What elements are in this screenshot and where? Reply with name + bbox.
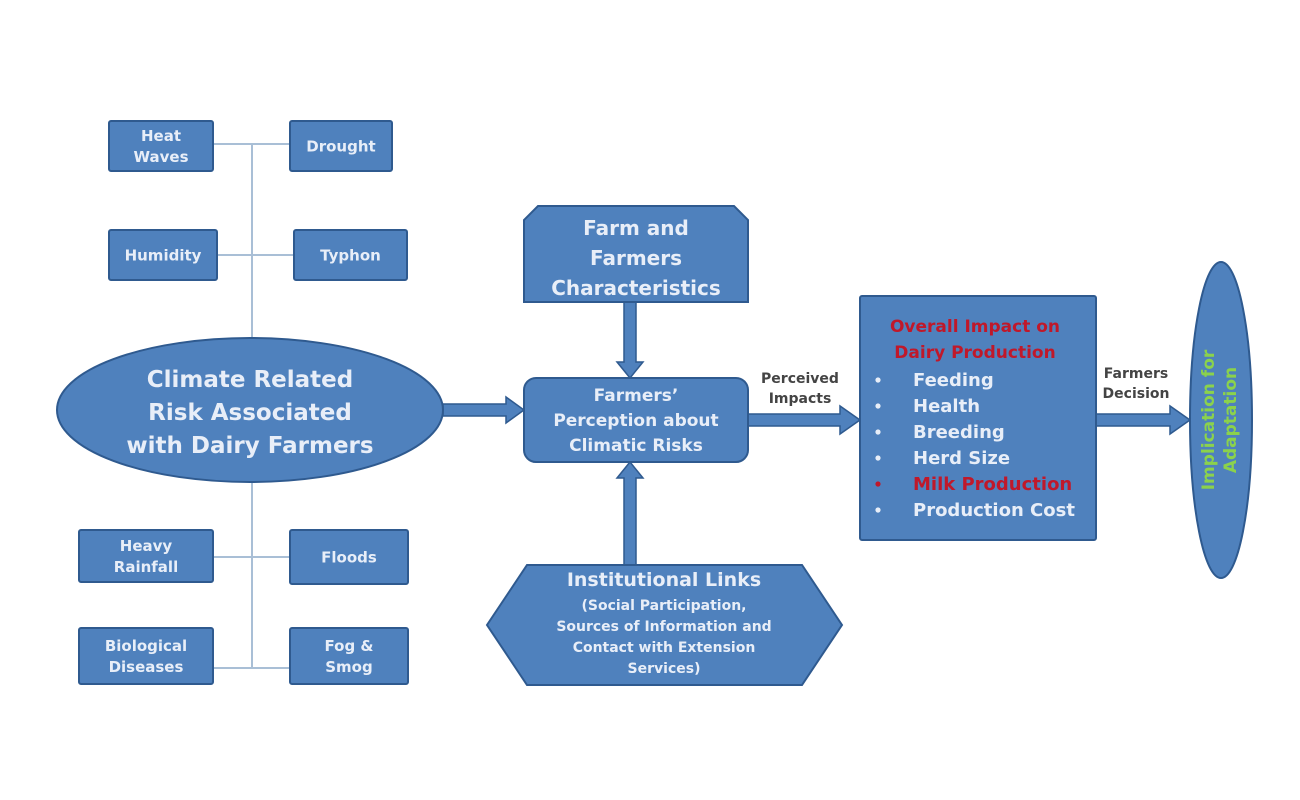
connectors — [213, 143, 1192, 669]
risk-factor-label-fog-smog: Smog — [325, 658, 372, 676]
bullet-icon — [875, 455, 881, 461]
overall-impact-box — [859, 295, 1097, 541]
risk-factor-label-heavy-rainfall: Heavy — [120, 537, 173, 555]
risk-factor-box-drought — [289, 120, 393, 172]
impact-item: Feeding — [913, 370, 994, 391]
impact-item: Herd Size — [913, 448, 1010, 469]
impact-item: Production Cost — [913, 500, 1075, 521]
perception-label: Farmers’ — [594, 386, 679, 406]
bullet-icon — [875, 481, 881, 487]
farm-characteristics-label: Characteristics — [551, 276, 721, 300]
adaptation-label-line: Implication for — [1199, 349, 1219, 490]
perception-box — [523, 377, 749, 463]
risk-factor-label-heat-waves: Waves — [133, 148, 188, 166]
risk-factor-label-heavy-rainfall: Rainfall — [114, 558, 178, 576]
risk-factor-label-fog-smog: Fog & — [325, 637, 374, 655]
perception-label: Perception about — [553, 411, 718, 431]
bullet-icon — [875, 507, 881, 513]
impact-item: Health — [913, 396, 980, 417]
climate-risk-label: Risk Associated — [148, 400, 352, 426]
risk-factor-label-typhon: Typhon — [320, 246, 381, 264]
arrow-impact-to-adaptation — [1095, 404, 1192, 436]
institutional-links-detail: Contact with Extension — [573, 640, 756, 656]
risk-factor-label-drought: Drought — [306, 137, 375, 155]
overall-impact-title: Dairy Production — [894, 343, 1055, 363]
risk-factor-box-fog-smog — [289, 627, 409, 685]
risk-factor-box-heat-waves — [108, 120, 214, 172]
arrow-institutional-to-perception — [615, 460, 645, 567]
risk-factor-box-biological-diseases — [78, 627, 214, 685]
farmers-decision-label: Farmers — [1104, 366, 1168, 382]
risk-factor-label-biological-diseases: Biological — [105, 637, 187, 655]
perceived-impacts-label: Impacts — [769, 391, 832, 407]
overall-impact-title: Overall Impact on — [890, 317, 1060, 337]
risk-factor-label-biological-diseases: Diseases — [109, 658, 184, 676]
arrow-perception-to-impact — [747, 404, 862, 436]
risk-factor-box-heavy-rainfall — [78, 529, 214, 583]
bullet-icon — [875, 403, 881, 409]
adaptation-ellipse — [1189, 261, 1253, 579]
arrow-characteristics-to-perception — [615, 301, 645, 380]
risk-factor-box-humidity — [108, 229, 218, 281]
bullet-icon — [875, 377, 881, 383]
institutional-links-hexagon — [485, 564, 844, 686]
climate-risk-ellipse — [56, 337, 444, 483]
risk-factor-label-floods: Floods — [321, 548, 377, 566]
farm-characteristics-box — [523, 205, 749, 303]
adaptation-label-line: Adaptation — [1221, 367, 1241, 473]
institutional-links-detail: Services) — [628, 661, 701, 677]
risk-factor-box-typhon — [293, 229, 408, 281]
institutional-links-detail: Sources of Information and — [556, 619, 771, 635]
impact-item: Breeding — [913, 422, 1005, 443]
perceived-impacts-label: Perceived — [761, 371, 839, 387]
impact-item: Milk Production — [913, 474, 1072, 495]
bullet-icon — [875, 429, 881, 435]
farmers-decision-label: Decision — [1103, 386, 1170, 402]
risk-factor-label-heat-waves: Heat — [141, 127, 181, 145]
farm-characteristics-label: Farm and — [583, 216, 689, 240]
risk-factor-box-floods — [289, 529, 409, 585]
perception-label: Climatic Risks — [569, 436, 703, 456]
farm-characteristics-label: Farmers — [590, 246, 682, 270]
climate-risk-label: Climate Related — [147, 367, 354, 393]
risk-factor-label-humidity: Humidity — [125, 246, 202, 264]
institutional-links-title: Institutional Links — [567, 569, 761, 591]
institutional-links-detail: (Social Participation, — [581, 598, 746, 614]
climate-risk-label: with Dairy Farmers — [126, 433, 373, 459]
arrow-risk-to-perception — [442, 395, 526, 425]
